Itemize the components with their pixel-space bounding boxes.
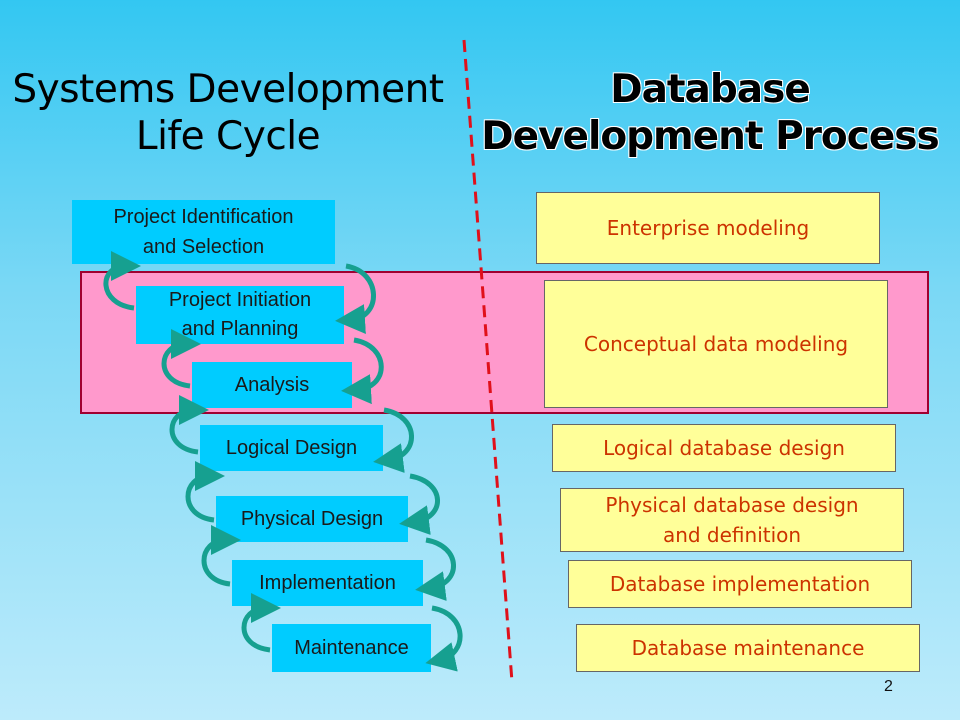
step-database-maintenance: Database maintenance [576, 624, 920, 672]
phase-implementation: Implementation [232, 560, 423, 606]
phase-maintenance: Maintenance [272, 624, 431, 672]
phase-analysis: Analysis [192, 362, 352, 408]
arrow-right-1 [335, 263, 376, 335]
phase-physical-design: Physical Design [216, 496, 408, 542]
step-label-line1: Logical database design [603, 436, 845, 460]
phase-label-line1: Implementation [259, 572, 396, 594]
phase-logical-design: Logical Design [200, 425, 383, 471]
arrow-left-4 [185, 461, 225, 523]
arrow-left-1 [103, 251, 141, 311]
step-logical-database-design: Logical database design [552, 424, 896, 472]
phase-label-line1: Project Identification [113, 206, 294, 228]
page-number: 2 [884, 678, 893, 695]
divider-line [462, 39, 514, 683]
step-physical-database-design: Physical database design and definition [560, 488, 904, 552]
arrow-right-3 [373, 407, 414, 474]
phase-label-line1: Project Initiation [168, 289, 312, 311]
phase-label-line1: Physical Design [240, 508, 384, 530]
arrow-left-5 [201, 525, 241, 587]
arrow-right-5 [415, 537, 456, 602]
sdlc-title: Systems Development Life Cycle [0, 66, 456, 160]
arrow-right-6 [425, 605, 463, 672]
step-label-line1: Database implementation [609, 572, 871, 596]
step-label-line1: Enterprise modeling [606, 216, 810, 240]
sdlc-title-line2: Life Cycle [135, 114, 321, 159]
arrow-left-2 [161, 329, 201, 389]
phase-project-initiation: Project Initiation and Planning [136, 286, 344, 344]
step-enterprise-modeling: Enterprise modeling [536, 192, 880, 264]
phase-label-line2: and Selection [142, 236, 265, 258]
phase-label-line1: Logical Design [225, 437, 358, 459]
arrow-right-4 [399, 473, 440, 536]
phase-project-identification: Project Identification and Selection [72, 200, 335, 264]
step-label-line1: Physical database design [605, 493, 859, 517]
step-label-line1: Database maintenance [631, 636, 865, 660]
step-label-line1: Conceptual data modeling [583, 332, 849, 356]
phase-label-line1: Analysis [234, 374, 310, 396]
phase-label-line1: Maintenance [294, 637, 409, 659]
arrow-right-2 [341, 337, 384, 405]
db-process-title-line1: Database [610, 67, 811, 112]
phase-label-line2: and Planning [181, 318, 299, 340]
sdlc-title-line1: Systems Development [12, 67, 444, 112]
arrow-left-3 [169, 395, 209, 455]
step-conceptual-data-modeling: Conceptual data modeling [544, 280, 888, 408]
db-process-title-line2: Development Process [481, 114, 939, 159]
step-database-implementation: Database implementation [568, 560, 912, 608]
arrow-left-6 [241, 593, 281, 653]
db-process-title: Database Development Process [480, 66, 940, 160]
step-label-line2: and definition [662, 523, 802, 547]
